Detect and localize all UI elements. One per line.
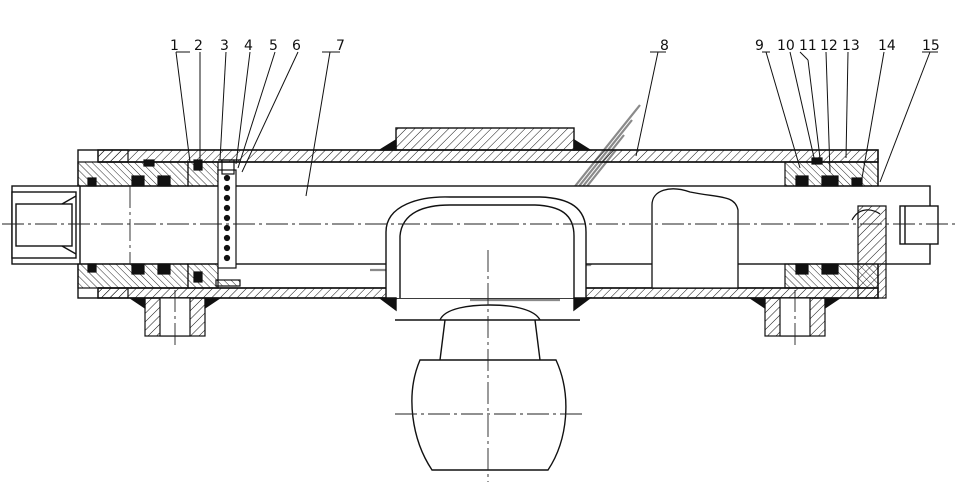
callout-6: 6 xyxy=(292,38,301,54)
leader-lines xyxy=(175,51,938,197)
left-gland xyxy=(77,149,189,299)
internal-port xyxy=(651,188,739,289)
callout-15: 15 xyxy=(922,38,940,54)
piston xyxy=(187,159,241,289)
callout-5: 5 xyxy=(269,38,278,54)
right-gland xyxy=(784,157,887,299)
callout-3: 3 xyxy=(220,38,229,54)
callout-8: 8 xyxy=(660,38,669,54)
callout-10: 10 xyxy=(777,38,795,54)
callout-7: 7 xyxy=(336,38,345,54)
callout-4: 4 xyxy=(244,38,253,54)
top-trunnion-block xyxy=(377,127,593,151)
callout-2: 2 xyxy=(194,38,203,54)
callout-labels: 1 2 3 4 5 6 7 8 9 10 11 12 13 14 15 xyxy=(170,38,940,54)
callout-1: 1 xyxy=(170,38,179,54)
callout-14: 14 xyxy=(878,38,896,54)
center-lines xyxy=(2,186,956,482)
callout-13: 13 xyxy=(842,38,860,54)
callout-12: 12 xyxy=(820,38,838,54)
callout-11: 11 xyxy=(799,38,817,54)
center-mount-lug xyxy=(377,196,593,471)
callout-9: 9 xyxy=(755,38,764,54)
